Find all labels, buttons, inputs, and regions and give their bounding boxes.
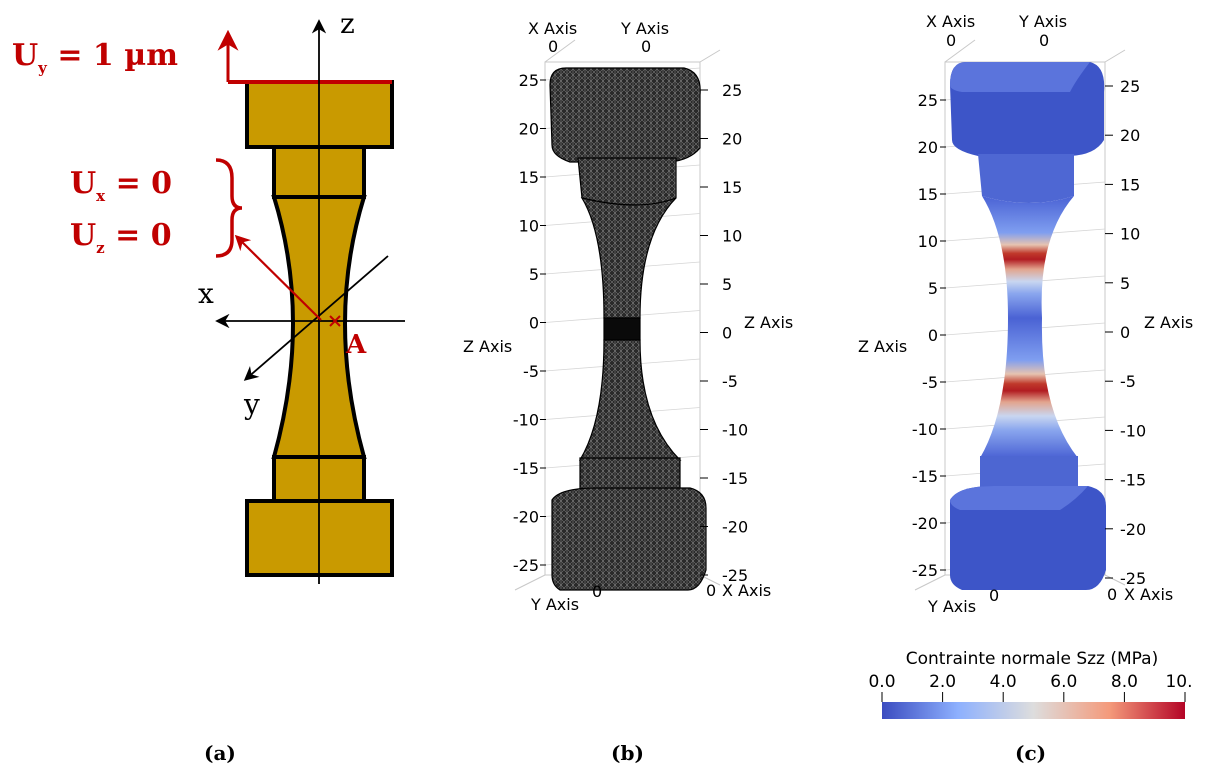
tick-label: 0 — [1120, 323, 1130, 342]
tick-label: 20 — [1120, 126, 1140, 145]
panel-c: X Axis 0 Y Axis 0 Z Axis Z Axis X Axis 0… — [858, 12, 1193, 765]
b-y-top-zero: 0 — [641, 37, 651, 56]
ux-label: Ux = 0 — [70, 166, 172, 205]
tick-label: 15 — [519, 168, 539, 187]
tick-label: 5 — [1120, 274, 1130, 293]
caption-a: (a) — [204, 741, 236, 765]
c-x-axis-bottom: X Axis — [1124, 585, 1173, 604]
c-y-axis-top: Y Axis — [1018, 12, 1067, 31]
c-x-top-zero: 0 — [946, 31, 956, 50]
stress-specimen — [950, 62, 1106, 590]
colorbar-ticks: 0.0 2.0 4.0 6.0 8.0 10. — [868, 672, 1193, 702]
c-x-bottom-zero: 0 — [1107, 585, 1117, 604]
tick-label: -20 — [912, 514, 938, 533]
b-y-axis-top: Y Axis — [620, 19, 669, 38]
tick-label: -20 — [513, 508, 539, 527]
tick-label: -25 — [912, 561, 938, 580]
tick-label: -10 — [1120, 421, 1146, 440]
b-y-bottom-zero: 0 — [592, 582, 602, 601]
tick-label: -20 — [722, 518, 748, 537]
colorbar-gradient — [882, 702, 1185, 719]
tick-label: -5 — [1120, 372, 1136, 391]
b-x-top-zero: 0 — [548, 37, 558, 56]
b-x-axis-bottom: X Axis — [722, 581, 771, 600]
b-left-ticks: 25 20 15 10 5 0 -5 -10 -15 -20 -25 — [513, 71, 546, 575]
caption-b: (b) — [611, 741, 644, 765]
c-z-axis-left: Z Axis — [858, 337, 907, 356]
c-z-axis-right: Z Axis — [1144, 313, 1193, 332]
tick-label: -5 — [523, 362, 539, 381]
b-x-axis-top: X Axis — [528, 19, 577, 38]
panel-b: X Axis 0 Y Axis 0 Z Axis Z Axis X Axis 0… — [463, 19, 793, 765]
tick-label: 20 — [519, 120, 539, 139]
b-y-axis-bottom: Y Axis — [530, 595, 579, 614]
tick-label: -25 — [722, 566, 748, 585]
colorbar-tick-label: 8.0 — [1111, 672, 1138, 692]
tick-label: 20 — [722, 130, 742, 149]
c-y-bottom-zero: 0 — [989, 586, 999, 605]
tick-label: 15 — [722, 178, 742, 197]
tick-label: 0 — [722, 324, 732, 343]
curly-brace — [215, 158, 243, 258]
tick-label: 25 — [519, 71, 539, 90]
b-x-bottom-zero: 0 — [706, 581, 716, 600]
tick-label: -5 — [722, 372, 738, 391]
tick-label: 15 — [1120, 175, 1140, 194]
tick-label: 15 — [918, 185, 938, 204]
c-y-top-zero: 0 — [1039, 31, 1049, 50]
boundary-arrow — [234, 234, 322, 321]
tick-label: -15 — [1120, 471, 1146, 490]
tick-label: 10 — [1120, 225, 1140, 244]
tick-label: 5 — [529, 265, 539, 284]
tick-label: 25 — [918, 91, 938, 110]
colorbar: Contrainte normale Szz (MPa) 0.0 2.0 4.0 6.… — [868, 649, 1193, 719]
tick-label: -10 — [513, 411, 539, 430]
colorbar-title: Contrainte normale Szz (MPa) — [906, 649, 1158, 669]
axis-z-label: z — [340, 7, 355, 40]
colorbar-tick-label: 0.0 — [868, 672, 895, 692]
b-right-ticks: 25 20 15 10 5 0 -5 -10 -15 -20 -25 — [700, 81, 748, 585]
c-y-axis-bottom: Y Axis — [927, 597, 976, 616]
tick-label: 25 — [722, 81, 742, 100]
tick-label: -15 — [513, 459, 539, 478]
uz-label: Uz = 0 — [70, 218, 172, 257]
b-z-axis-right: Z Axis — [744, 313, 793, 332]
point-a-marker — [329, 315, 341, 327]
b-z-axis-left: Z Axis — [463, 337, 512, 356]
tick-label: -20 — [1120, 520, 1146, 539]
tick-label: -15 — [722, 469, 748, 488]
tick-label: -15 — [912, 467, 938, 486]
tick-label: 10 — [722, 227, 742, 246]
tick-label: -10 — [722, 421, 748, 440]
tick-label: 20 — [918, 138, 938, 157]
colorbar-tick-label: 6.0 — [1050, 672, 1077, 692]
tick-label: -25 — [513, 556, 539, 575]
axis-y-label: y — [243, 388, 260, 421]
uy-label: Uy = 1 µm — [12, 38, 178, 77]
point-a-label: A — [345, 330, 367, 360]
tick-label: 0 — [928, 326, 938, 345]
c-x-axis-top: X Axis — [926, 12, 975, 31]
colorbar-tick-label: 10. — [1165, 672, 1192, 692]
tick-label: 0 — [529, 314, 539, 333]
c-left-ticks: 25 20 15 10 5 0 -5 -10 -15 -20 -25 — [912, 91, 946, 580]
tick-label: -5 — [922, 373, 938, 392]
tick-label: 5 — [722, 275, 732, 294]
tick-label: -10 — [912, 420, 938, 439]
tick-label: -25 — [1120, 569, 1146, 588]
c-right-ticks: 25 20 15 10 5 0 -5 -10 -15 -20 -25 — [1105, 77, 1146, 588]
tick-label: 5 — [928, 279, 938, 298]
caption-c: (c) — [1015, 741, 1046, 765]
colorbar-tick-label: 2.0 — [929, 672, 956, 692]
tick-label: 10 — [519, 217, 539, 236]
displacement-load-uy — [217, 29, 392, 84]
mesh-specimen — [549, 67, 707, 591]
axis-x-label: x — [198, 277, 214, 310]
tick-label: 25 — [1120, 77, 1140, 96]
colorbar-tick-label: 4.0 — [990, 672, 1017, 692]
panel-a: Uy = 1 µm Ux = 0 Uz = 0 z x y A (a) — [12, 7, 405, 765]
tick-label: 10 — [918, 232, 938, 251]
